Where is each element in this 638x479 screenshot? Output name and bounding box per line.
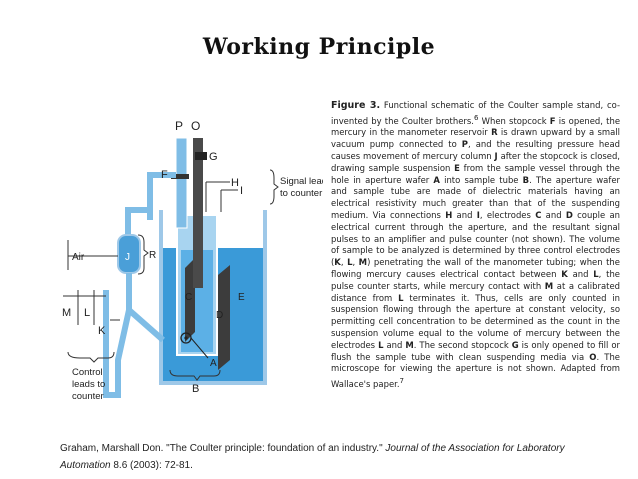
manometer-tubing: [125, 172, 176, 235]
label-r: R: [149, 250, 156, 261]
control-label-3: counter: [72, 391, 104, 402]
figure-caption: Figure 3. Functional schematic of the Co…: [331, 100, 621, 389]
journal-name: Journal of the Association for Laborator…: [60, 443, 565, 471]
to-counter-label: to counter: [280, 188, 322, 199]
slide-title: Working Principle: [202, 34, 436, 60]
label-o: O: [191, 119, 200, 133]
label-c: C: [185, 292, 192, 303]
sample-vessel: [159, 210, 267, 385]
label-air: Air: [72, 252, 85, 263]
control-label-2: leads to: [72, 379, 105, 390]
label-p: P: [175, 119, 183, 133]
label-g: G: [209, 151, 218, 163]
label-k: K: [98, 325, 106, 337]
label-h: H: [231, 177, 239, 189]
stopcock-g: [195, 152, 207, 160]
reference-citation: Graham, Marshall Don. "The Coulter princ…: [60, 443, 565, 471]
label-l: L: [84, 307, 90, 319]
electrode-c: [185, 258, 195, 342]
stopcock-f: [171, 174, 189, 179]
label-m: M: [62, 307, 71, 319]
label-e: E: [238, 292, 245, 303]
tube-o: [193, 138, 203, 288]
control-label-1: Control: [72, 367, 103, 378]
label-d: D: [216, 310, 223, 321]
label-a: A: [210, 358, 217, 369]
tube-p: [175, 137, 188, 229]
coulter-schematic-figure: P O G F H I Signal leads to counter Air …: [62, 119, 323, 402]
label-b: B: [192, 383, 199, 395]
label-i: I: [240, 185, 243, 197]
signal-leads-label: Signal leads: [280, 176, 323, 187]
electrode-d: [218, 265, 230, 370]
figure-label: Figure 3.: [331, 100, 381, 111]
label-f: F: [161, 169, 168, 181]
label-j: J: [125, 252, 130, 263]
